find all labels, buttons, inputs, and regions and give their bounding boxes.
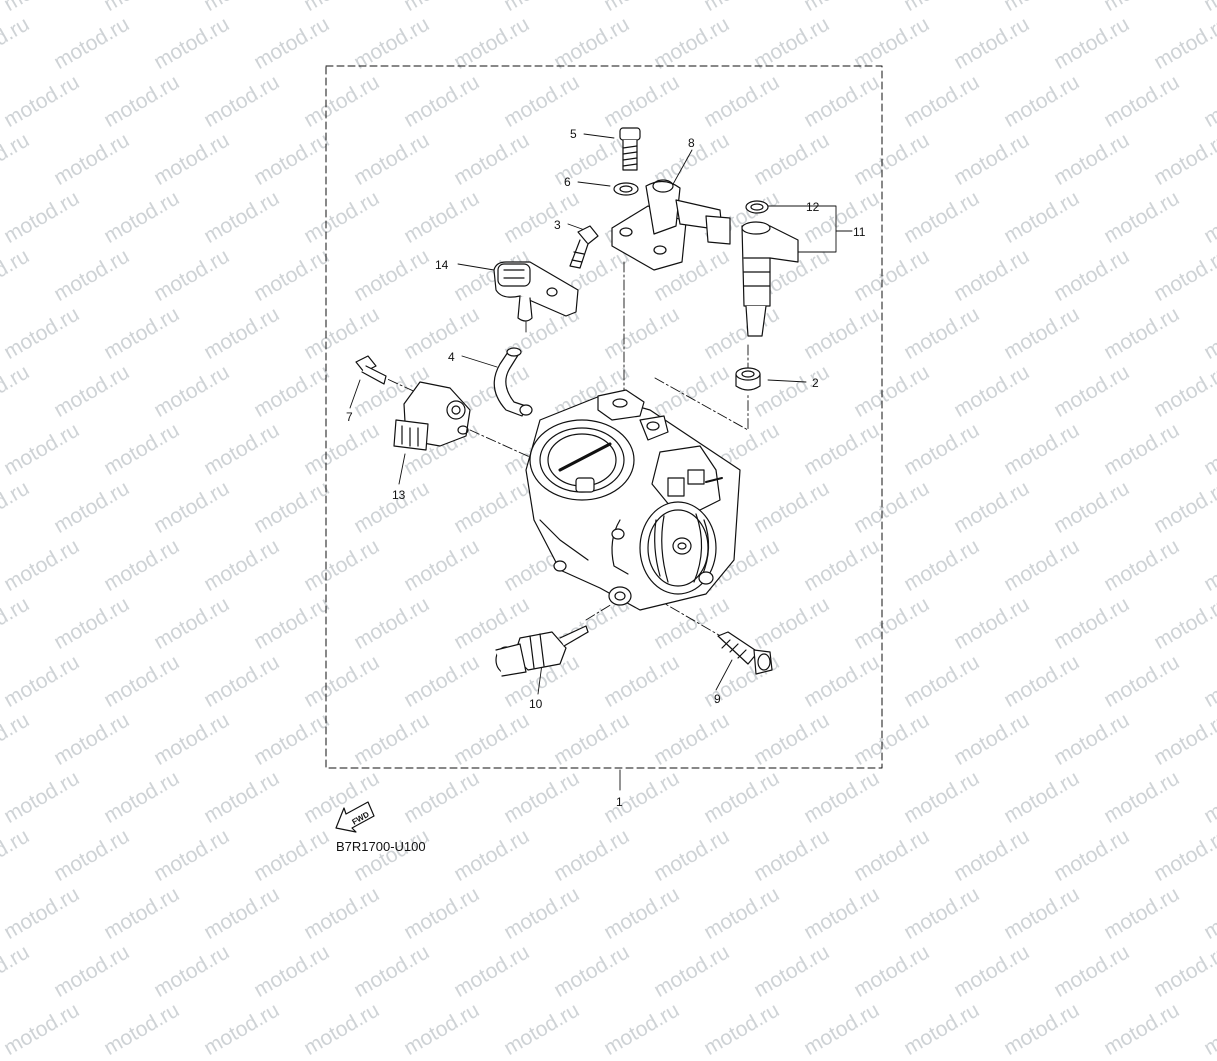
watermark-text: motod.ru xyxy=(1200,998,1217,1060)
diagram-artwork: FWD xyxy=(325,65,883,833)
callout-11: 11 xyxy=(853,225,866,239)
screw-3 xyxy=(569,225,599,269)
watermark-text: motod.ru xyxy=(850,940,934,1002)
screw-7 xyxy=(355,355,387,385)
bolt-5 xyxy=(619,127,641,171)
callout-2: 2 xyxy=(812,376,819,390)
part-10 xyxy=(495,625,589,677)
watermark-text: motod.ru xyxy=(1000,998,1084,1060)
watermark-text: motod.ru xyxy=(150,940,234,1002)
hose-4 xyxy=(493,347,533,417)
watermark-text: motod.ru xyxy=(700,998,784,1060)
callout-12: 12 xyxy=(806,200,820,214)
throttle-body xyxy=(525,389,741,611)
assembly-border xyxy=(325,65,883,769)
watermark-text: motod.ru xyxy=(400,998,484,1060)
oring-12 xyxy=(745,200,769,214)
callout-6: 6 xyxy=(564,175,571,189)
watermark-text: motod.ru xyxy=(200,998,284,1060)
fwd-arrow: FWD xyxy=(335,801,375,833)
watermark-text: motod.ru xyxy=(0,940,34,1002)
washer-6 xyxy=(613,182,639,196)
callout-13: 13 xyxy=(392,488,406,502)
watermark-text: motod.ru xyxy=(500,998,584,1060)
watermark-text: motod.ru xyxy=(1100,998,1184,1060)
watermark-text: motod.ru xyxy=(350,940,434,1002)
callout-7: 7 xyxy=(346,410,353,424)
sensor-14 xyxy=(493,261,579,322)
watermark-text: motod.ru xyxy=(250,940,334,1002)
watermark-text: motod.ru xyxy=(750,940,834,1002)
watermark-text: motod.ru xyxy=(800,998,884,1060)
joint-8 xyxy=(611,179,731,271)
watermark-text: motod.ru xyxy=(550,940,634,1002)
watermark-text: motod.ru xyxy=(600,998,684,1060)
callout-10: 10 xyxy=(529,697,543,711)
seal-2 xyxy=(735,367,761,391)
callout-1: 1 xyxy=(616,795,623,809)
watermark-text: motod.ru xyxy=(950,940,1034,1002)
screw-9 xyxy=(717,631,773,675)
watermark-text: motod.ru xyxy=(0,998,84,1060)
leader-lines xyxy=(349,133,853,791)
watermark-text: motod.ru xyxy=(50,940,134,1002)
watermark-text: motod.ru xyxy=(900,998,984,1060)
watermark-text: motod.ru xyxy=(450,940,534,1002)
diagram-code: B7R1700-U100 xyxy=(336,839,426,854)
callout-3: 3 xyxy=(554,218,561,232)
callout-8: 8 xyxy=(688,136,695,150)
watermark-text: motod.ru xyxy=(1050,940,1134,1002)
callout-4: 4 xyxy=(448,350,455,364)
watermark-text: motod.ru xyxy=(1150,940,1217,1002)
callout-14: 14 xyxy=(435,258,449,272)
watermark-text: motod.ru xyxy=(300,998,384,1060)
watermark-text: motod.ru xyxy=(100,998,184,1060)
callout-9: 9 xyxy=(714,692,721,706)
callout-5: 5 xyxy=(570,127,577,141)
watermark-text: motod.ru xyxy=(650,940,734,1002)
sensor-13 xyxy=(393,381,471,451)
injector-11 xyxy=(741,221,799,337)
